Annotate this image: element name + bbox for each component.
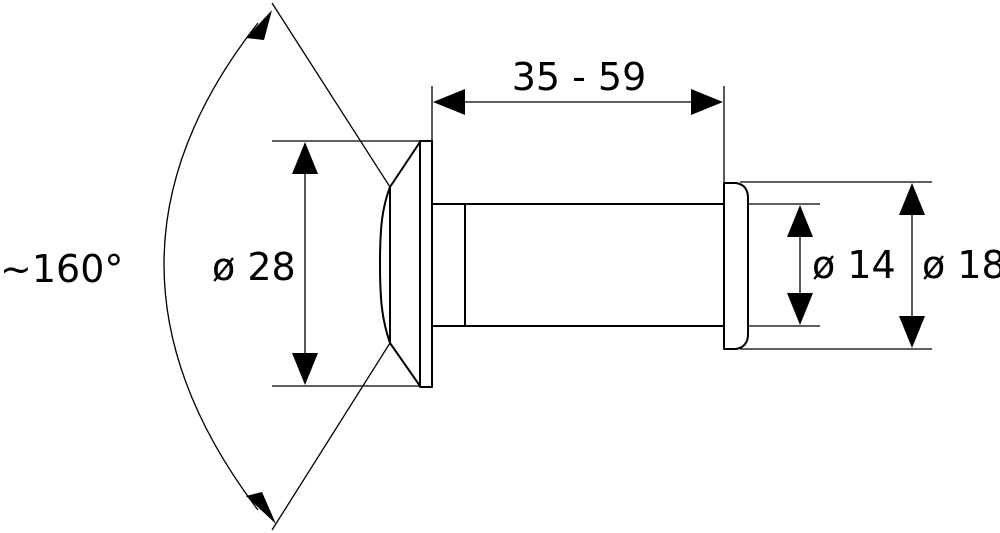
tube-arrow-top [787, 205, 813, 237]
viewing-angle-label: ~160° [0, 247, 123, 291]
angle-extension-line-bottom [271, 342, 391, 531]
angle-arrow-top [246, 10, 272, 40]
cap-arrow-bottom [899, 316, 925, 348]
head-diameter-dimension: ø 28 [212, 140, 420, 387]
cap-arrow-top [899, 183, 925, 215]
head-diameter-label: ø 28 [212, 245, 296, 289]
head-arrow-bottom [292, 353, 318, 385]
length-arrow-right [691, 89, 723, 115]
flange-diameter-dimension: ø 18 [740, 181, 1000, 350]
viewing-angle-dimension: ~160° [0, 2, 391, 531]
flange-diameter-label: ø 18 [922, 243, 1000, 287]
length-dimension: 35 - 59 [431, 55, 725, 182]
viewer-body [379, 140, 749, 388]
tube-diameter-label: ø 14 [812, 243, 896, 287]
viewer-end-cap [723, 182, 749, 350]
viewer-tube [431, 203, 725, 327]
angle-extension-line-top [271, 2, 391, 188]
head-arrow-top [292, 142, 318, 174]
length-range-label: 35 - 59 [512, 55, 647, 99]
viewer-flange [419, 140, 433, 388]
tube-diameter-dimension: ø 14 [748, 203, 896, 327]
angle-arrow-bottom [246, 492, 276, 524]
length-arrow-left [433, 89, 465, 115]
angle-arc [163, 22, 259, 511]
tube-arrow-bottom [787, 293, 813, 325]
